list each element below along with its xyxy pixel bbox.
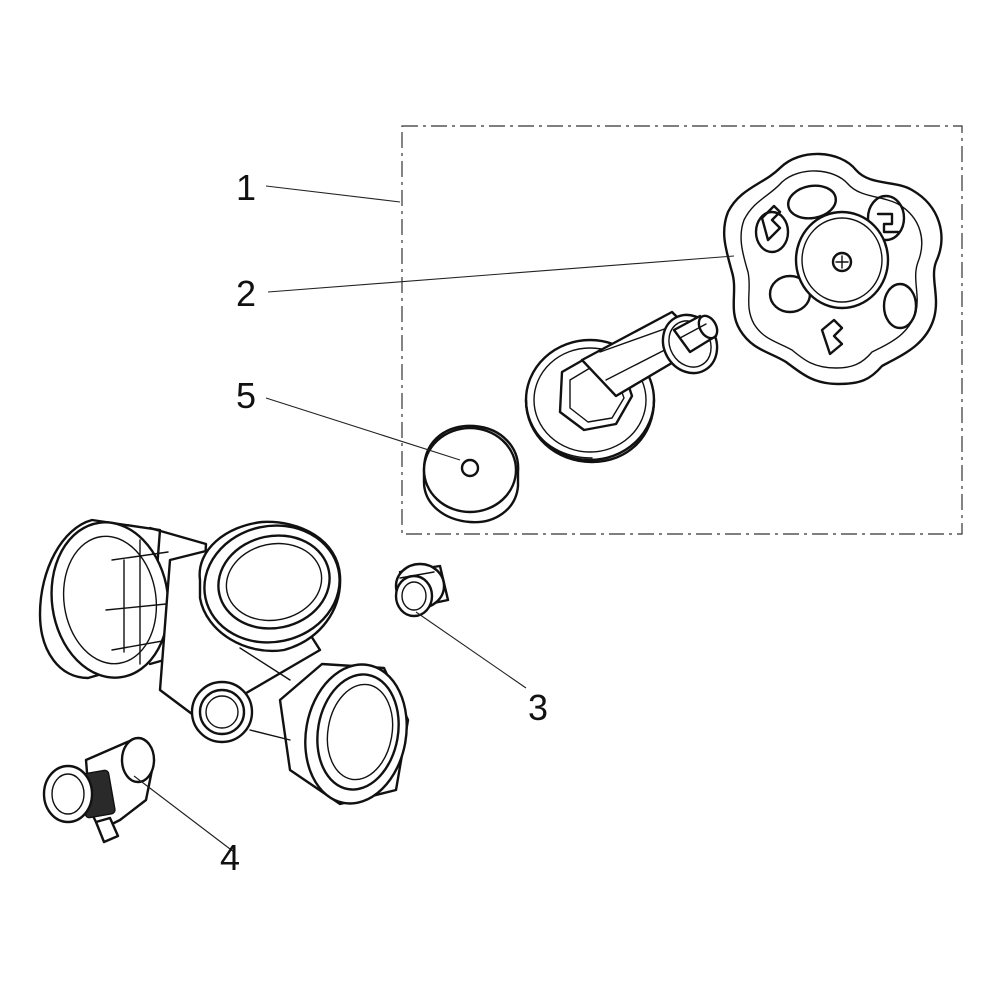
subassembly-boundary-box	[401, 125, 963, 535]
callout-3: 3	[528, 687, 548, 728]
plug-fitting	[394, 562, 450, 618]
washer-disc	[422, 424, 520, 524]
callout-1: 1	[236, 167, 256, 208]
callout-5: 5	[236, 375, 256, 416]
callout-2: 2	[236, 273, 256, 314]
leader-line-4	[133, 775, 235, 853]
bonnet-stem-assembly	[524, 310, 719, 464]
leader-line-5	[265, 397, 461, 461]
brand-logo-mark	[760, 204, 900, 356]
valve-body	[38, 518, 410, 806]
leader-line-2	[267, 255, 735, 293]
drain-elbow-fitting	[42, 736, 156, 844]
handwheel	[722, 152, 943, 386]
callout-4: 4	[220, 837, 240, 878]
leader-line-1	[265, 185, 401, 203]
leader-line-3	[415, 611, 527, 689]
